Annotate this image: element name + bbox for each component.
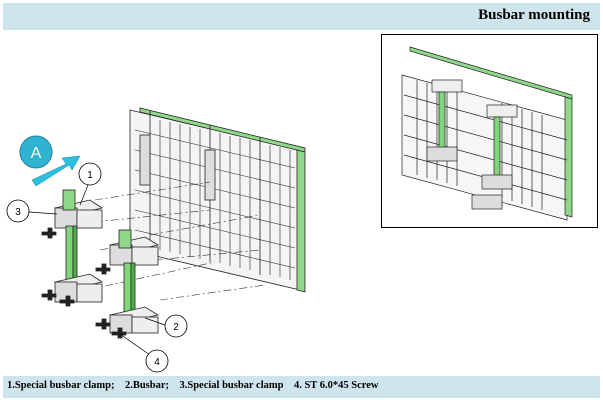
busbar-panel <box>129 107 306 293</box>
title-banner: Busbar mounting <box>3 3 600 30</box>
view-a-indicator: A <box>19 135 81 187</box>
svg-text:1: 1 <box>87 170 93 181</box>
callout-3: 3 <box>6 199 58 223</box>
callout-1: 1 <box>78 162 102 206</box>
right-clamp-assembly <box>95 229 160 339</box>
svg-text:4: 4 <box>154 357 160 368</box>
parts-legend: 1.Special busbar clamp; 2.Busbar; 3.Spec… <box>7 380 379 391</box>
legend-banner: 1.Special busbar clamp; 2.Busbar; 3.Spec… <box>3 376 600 398</box>
left-clamp-assembly <box>41 189 103 307</box>
svg-text:A: A <box>31 145 42 162</box>
page-title: Busbar mounting <box>478 7 590 23</box>
view-a-inset <box>381 34 598 228</box>
alignment-lines <box>94 181 266 301</box>
callout-4: 4 <box>119 333 169 373</box>
exploded-assembly-drawing: A <box>6 107 306 373</box>
callout-2: 2 <box>144 314 188 338</box>
svg-text:2: 2 <box>173 322 179 333</box>
svg-text:3: 3 <box>15 207 21 218</box>
assembled-view-drawing <box>401 46 573 221</box>
